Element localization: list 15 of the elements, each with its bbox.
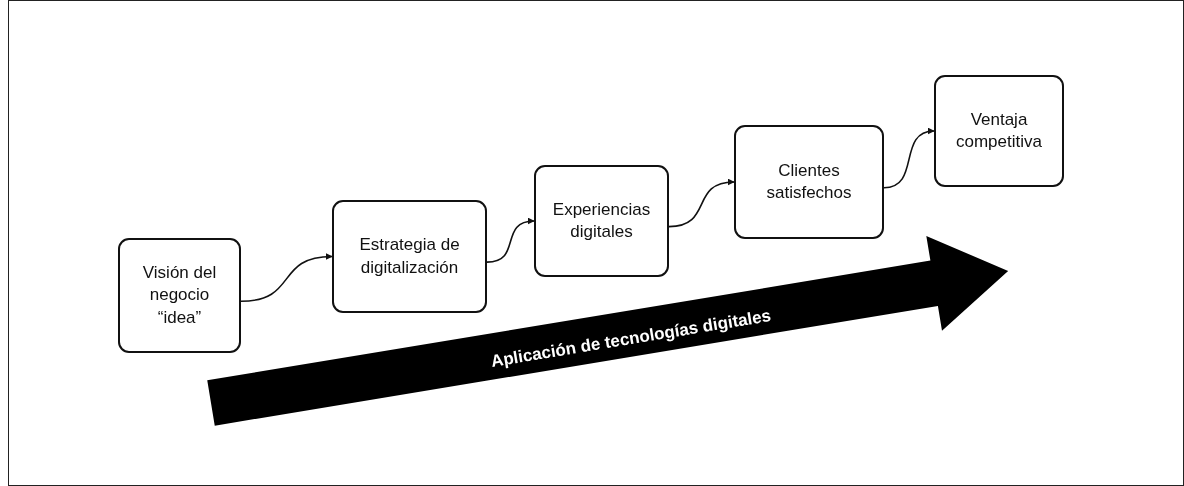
- box-label: Ventaja competitiva: [955, 108, 1043, 153]
- process-box: [118, 238, 241, 353]
- arrow-label: Aplicación de tecnologías digitales: [489, 306, 773, 372]
- process-box: [734, 125, 884, 239]
- box-label: Visión del negocio “idea”: [141, 262, 218, 329]
- arrow: [668, 179, 735, 228]
- arrow: [883, 128, 935, 189]
- box-label: Experiencias digitales: [551, 198, 652, 243]
- process-box: [332, 200, 487, 313]
- box-label: Estrategia de digitalización: [358, 234, 461, 279]
- process-box: [934, 75, 1064, 187]
- box-label: Clientes satisfechos: [765, 159, 853, 204]
- arrow: [486, 218, 535, 263]
- process-box: [534, 165, 669, 277]
- arrow: [240, 253, 333, 303]
